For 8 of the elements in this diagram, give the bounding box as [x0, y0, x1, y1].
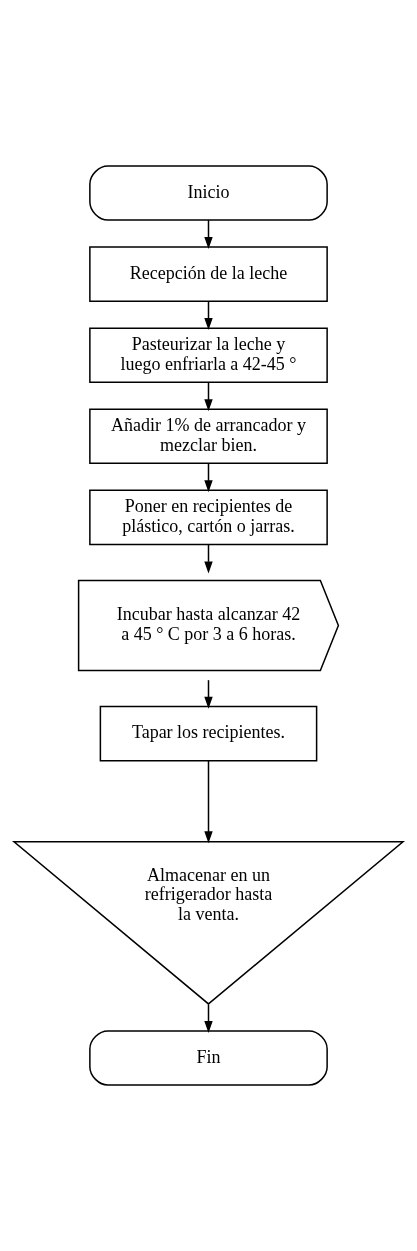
node-box: Pasteurizar la leche y luego enfriarla a 42-45 °: [89, 327, 328, 383]
node-box: Fin: [89, 1030, 328, 1086]
node-box: Poner en recipientes de plástico, cartón o jarras.: [89, 489, 328, 546]
node-box: Recepción de la leche: [89, 246, 328, 302]
node-box: Tapar los recipientes.: [99, 705, 318, 762]
node-box: Inicio: [89, 165, 328, 221]
arrow: [204, 759, 213, 844]
node-box: Añadir 1% de arrancador y mezclar bien.: [89, 408, 328, 465]
